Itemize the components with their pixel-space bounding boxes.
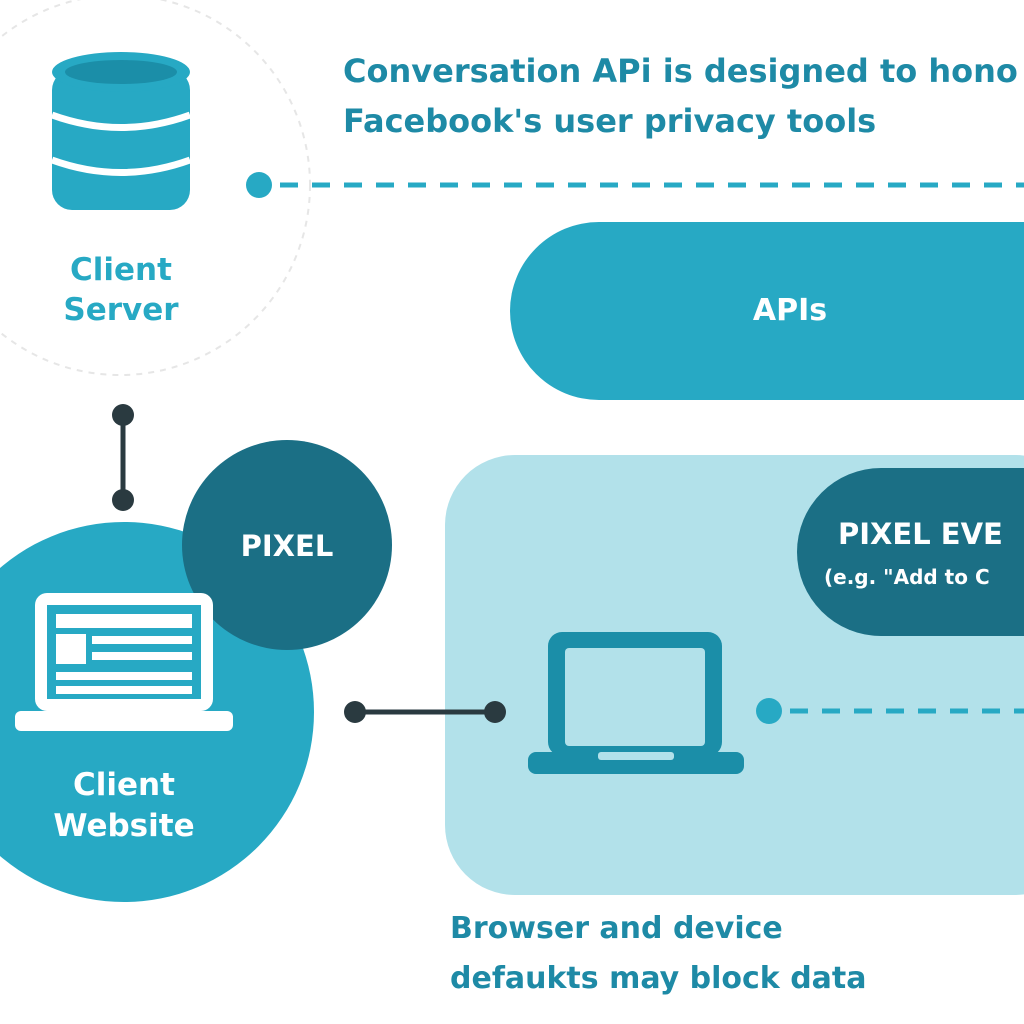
- header-note-line1: Conversation APi is designed to hono: [343, 52, 1018, 90]
- laptop-webpage-icon: [15, 593, 233, 731]
- client-server-outline: [0, 0, 311, 376]
- apis-label: APIs: [753, 293, 827, 328]
- pixel-label: PIXEL: [241, 529, 334, 563]
- pixel-event-label-line1: PIXEL EVE: [838, 517, 1003, 551]
- client-server-label-line1: Client: [70, 252, 172, 288]
- client-server-label-line2: Server: [63, 292, 179, 328]
- pixel-event-label-line2: (e.g. "Add to C: [824, 565, 990, 589]
- browser-line-dot: [756, 698, 782, 724]
- footer-note-line2: defaukts may block data: [450, 961, 867, 996]
- pixel-event-pill: [797, 468, 1024, 636]
- database-icon: [50, 52, 192, 210]
- top-line-dot: [246, 172, 272, 198]
- laptop-icon: [528, 632, 744, 774]
- pixel-circle: [182, 440, 392, 650]
- website-browser-connector: [344, 701, 506, 723]
- footer-note-line1: Browser and device: [450, 911, 783, 946]
- client-website-label-line2: Website: [53, 808, 194, 844]
- server-website-connector: [112, 404, 134, 511]
- header-note-line2: Facebook's user privacy tools: [343, 102, 876, 140]
- client-website-label-line1: Client: [73, 767, 175, 803]
- apis-pill: [510, 222, 1024, 400]
